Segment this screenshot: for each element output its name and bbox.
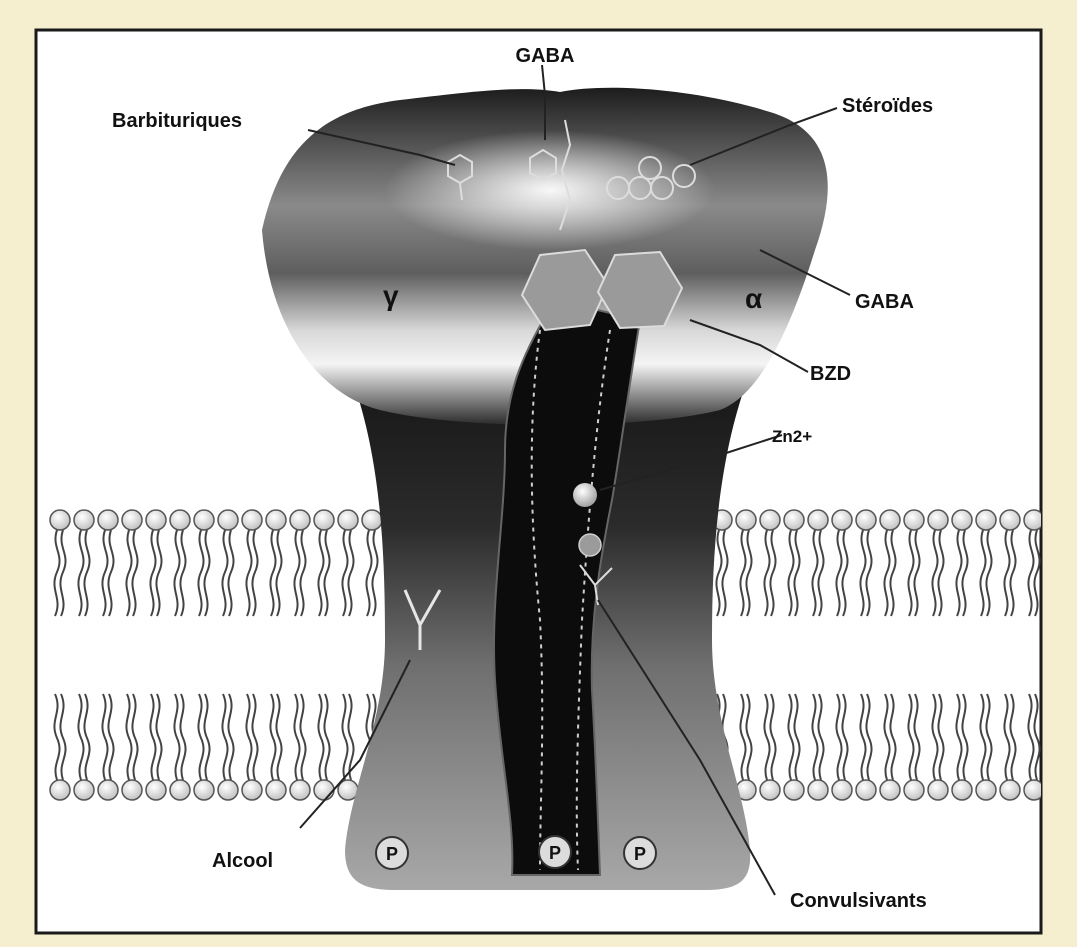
lipid-head [808, 510, 828, 530]
chloride-ion [573, 483, 597, 507]
lipid-head [976, 510, 996, 530]
phosphorylation-site-left: P [376, 837, 408, 869]
lipid-head [170, 510, 190, 530]
phosphorylation-site-center: P [539, 836, 571, 868]
lipid-head [74, 780, 94, 800]
lipid-head [314, 780, 334, 800]
lipid-head [1000, 510, 1020, 530]
lipid-head [832, 510, 852, 530]
lipid-head [218, 780, 238, 800]
phosphorylation-site-right: P [624, 837, 656, 869]
lipid-head [290, 510, 310, 530]
lipid-head [50, 780, 70, 800]
label-zinc: Zn2+ [772, 427, 812, 446]
lipid-head [242, 780, 262, 800]
gamma-subunit-label: γ [383, 280, 399, 311]
lipid-head [338, 510, 358, 530]
lipid-head [880, 510, 900, 530]
lipid-head [50, 510, 70, 530]
lipid-head [266, 510, 286, 530]
label-gaba-right: GABA [855, 291, 914, 313]
label-alcool: Alcool [212, 850, 273, 872]
lipid-head [832, 780, 852, 800]
lipid-head [856, 510, 876, 530]
lipid-head [760, 780, 780, 800]
label-steroides: Stéroïdes [842, 95, 933, 117]
lipid-head [290, 780, 310, 800]
svg-text:P: P [386, 844, 398, 864]
label-gaba-top: GABA [516, 45, 575, 67]
lipid-head [880, 780, 900, 800]
lipid-head [122, 510, 142, 530]
lipid-head [904, 510, 924, 530]
lipid-head [736, 510, 756, 530]
label-barbituriques: Barbituriques [112, 110, 242, 132]
zinc-ion [579, 534, 601, 556]
lipid-head [218, 510, 238, 530]
svg-text:P: P [634, 844, 646, 864]
lipid-head [314, 510, 334, 530]
lipid-head [784, 510, 804, 530]
lipid-head [928, 780, 948, 800]
lipid-head [146, 780, 166, 800]
lipid-head [928, 510, 948, 530]
lipid-head [952, 780, 972, 800]
lipid-head [170, 780, 190, 800]
lipid-head [74, 510, 94, 530]
lipid-head [98, 510, 118, 530]
lipid-head [1000, 780, 1020, 800]
lipid-head [976, 780, 996, 800]
lipid-head [362, 510, 382, 530]
label-bzd: BZD [810, 363, 851, 385]
lipid-head [266, 780, 286, 800]
lipid-head [242, 510, 262, 530]
lipid-head [98, 780, 118, 800]
svg-text:P: P [549, 843, 561, 863]
lipid-head [904, 780, 924, 800]
lipid-head [194, 780, 214, 800]
alpha-subunit-label: α [745, 283, 762, 314]
lipid-head [122, 780, 142, 800]
lipid-head [760, 510, 780, 530]
lipid-head [146, 510, 166, 530]
lipid-head [1024, 510, 1044, 530]
label-convulsivants: Convulsivants [790, 890, 927, 912]
lipid-head [784, 780, 804, 800]
lipid-head [808, 780, 828, 800]
lipid-head [856, 780, 876, 800]
lipid-head [952, 510, 972, 530]
lipid-head [1024, 780, 1044, 800]
binding-pocket-highlight [385, 130, 715, 250]
lipid-head [194, 510, 214, 530]
